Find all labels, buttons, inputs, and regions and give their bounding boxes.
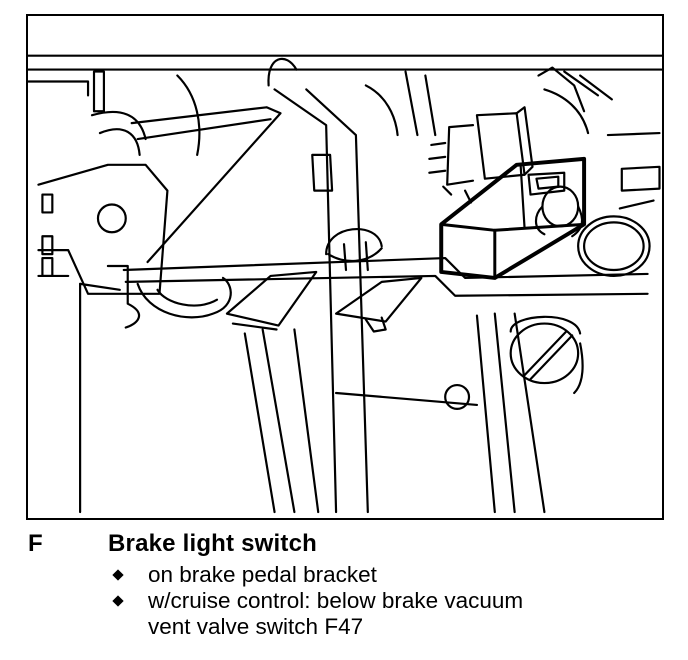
brake-switch-illustration <box>28 54 662 514</box>
left-bracket <box>28 70 169 295</box>
bullet-item: on brake pedal bracket <box>108 562 523 588</box>
bullet-list: on brake pedal bracket w/cruise control:… <box>108 562 523 640</box>
figure-title: Brake light switch <box>108 530 317 557</box>
bullet-diamond-icon <box>112 569 124 581</box>
dashboard-edge <box>28 54 662 71</box>
lower-trim <box>79 282 546 514</box>
adjuster-screw <box>509 315 584 395</box>
pedal-bracket-plate <box>106 106 649 329</box>
bullet-text: on brake pedal bracket <box>148 562 377 587</box>
figure-letter: F <box>28 530 43 557</box>
illustration-frame <box>26 14 664 520</box>
bullet-diamond-icon <box>112 595 124 607</box>
bullet-item: w/cruise control: below brake vacuum ven… <box>108 588 523 640</box>
pedal-column <box>267 57 383 514</box>
bullet-text-continuation: vent valve switch F47 <box>148 614 364 639</box>
bullet-text: w/cruise control: below brake vacuum <box>148 588 524 613</box>
vacuum-vent-valve <box>428 66 613 204</box>
right-port <box>577 131 661 278</box>
wiring <box>176 70 437 156</box>
pedal-clip <box>136 270 423 333</box>
